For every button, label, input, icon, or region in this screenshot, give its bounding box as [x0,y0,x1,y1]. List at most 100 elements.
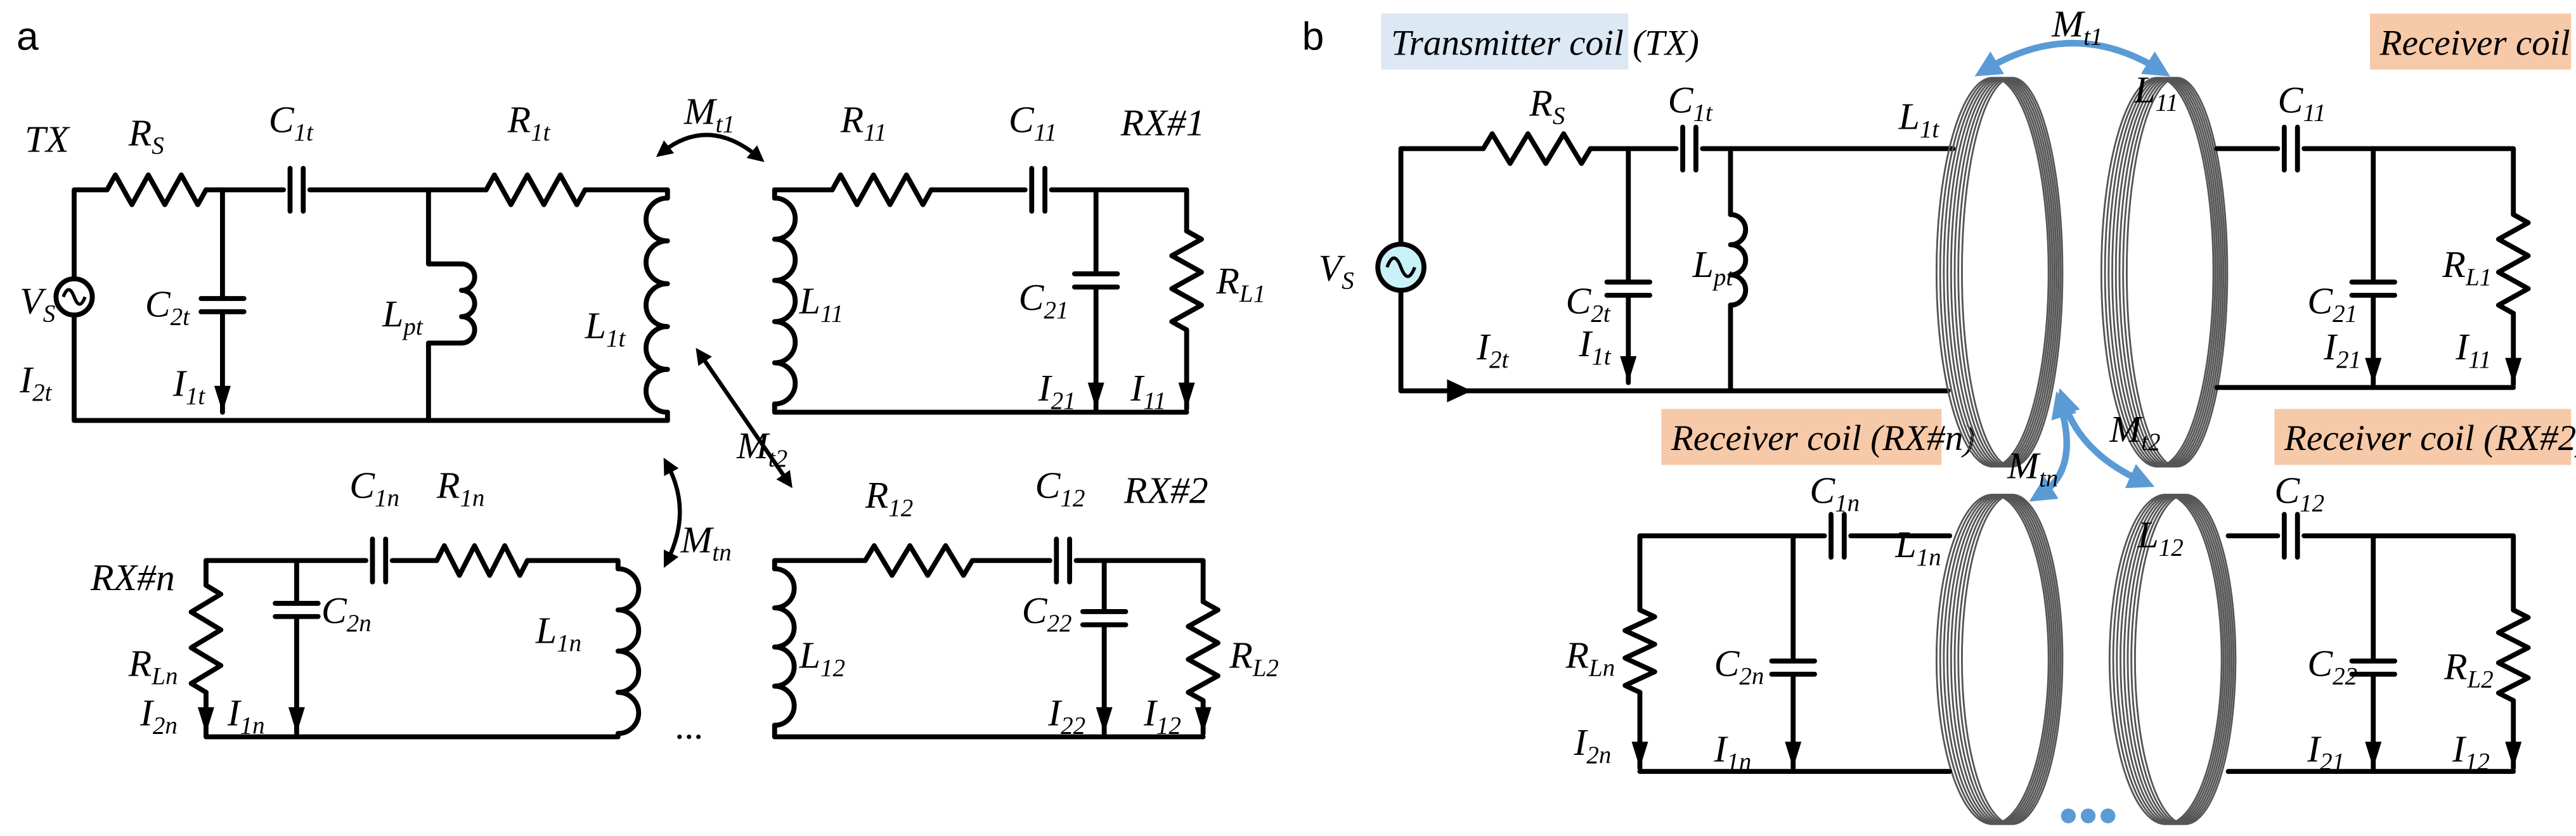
label-I12: I12 [1143,691,1181,739]
label-subscript: 1n [240,712,265,739]
label-main: RX#n [90,556,175,598]
wire [2301,146,2516,217]
wire [1398,288,1951,394]
coil-l1t [644,195,670,415]
caption-box-rx2: Receiver coil (RX#2) [2274,409,2576,465]
more-receivers-dots [2061,808,2116,823]
current-arrow-icon [1087,382,1104,409]
label-subscript: pt [401,313,423,340]
current-arrow-icon [197,707,214,734]
label-I2t: I2t [19,359,52,406]
label-subscript: 2t [1489,346,1509,373]
inductor-lpt [458,261,477,346]
capacitor-c11 [1028,165,1049,214]
wire [772,558,868,572]
label-C11: C11 [1009,98,1057,146]
label-main: M [2109,408,2143,450]
label-subscript: L1 [1239,280,1265,307]
label-I21: I21 [1038,367,1076,415]
label-I21: I21 [2323,326,2361,373]
label-main: RX#2 [1123,469,1208,511]
label-main: I [1038,367,1053,409]
resistor-rln [188,582,224,695]
mutual-arrow-mt1 [1974,39,2171,77]
label-main: L [535,609,557,651]
label-main: R [1215,260,1239,302]
label-subscript: 1t [186,382,205,409]
label-main: C [349,465,375,506]
label-C21: C21 [1018,276,1068,324]
resistor-r1n [434,543,530,578]
label-subscript: tn [2039,465,2058,492]
label-main: I [1578,323,1593,364]
label-Mt2: Mt2 [2109,408,2160,456]
label-subscript: 22 [2333,662,2357,690]
label-VS: VS [20,280,55,327]
label-subscript: 1n [557,629,581,657]
label-main: C [1714,642,1740,684]
label-C1n: C1n [1809,469,1860,517]
label-subscript: S [1553,102,1565,129]
wire [204,558,368,588]
label-C1t: C1t [1668,79,1713,126]
capacitor-c1t [287,165,307,214]
capacitor-c12 [1053,536,1073,585]
wire [582,187,670,201]
resistor-rl1 [2495,212,2531,316]
current-arrow-icon [1096,707,1113,734]
label-main: I [1713,728,1728,769]
wire [72,314,670,423]
resistor-rl2 [1186,599,1220,704]
wire [72,187,110,280]
label-main: R [1565,634,1589,676]
caption-text: Receiver coil (RX#n) [1671,418,1975,458]
label-Mt1: Mt1 [2051,3,2102,51]
label-C2t: C2t [1566,280,1611,327]
label-main: M [2051,3,2085,45]
label-subscript: S [43,300,56,327]
coil-l1n [1935,493,2064,825]
label-I2n: I2n [139,691,178,739]
wire [772,401,1189,415]
label-main: I [2452,728,2467,769]
label-main: I [2455,326,2470,368]
label-main: L [2133,69,2155,111]
label-subscript: 2t [32,379,52,406]
label-RXn: RX#n [90,556,175,598]
label-main: C [269,98,295,140]
label-main: R [128,112,152,153]
label-subscript: 21 [2333,300,2357,327]
label-subscript: 11 [1034,119,1057,146]
label-subscript: 2n [153,712,178,739]
label-main: L [382,293,403,335]
label-subscript: S [152,132,164,159]
ellipsis-more-receivers: ... [676,705,704,747]
resistor-r11 [829,172,934,207]
label-C1n: C1n [349,465,399,512]
voltage-source-vs [1375,241,1427,293]
coil-l1t [1935,77,2064,468]
label-VS: VS [1319,247,1354,294]
caption-text: Receiver coil (RX#1) [2379,23,2576,63]
label-subscript: 11 [2468,346,2491,373]
label-RS: RS [128,112,164,159]
label-subscript: 1n [460,485,484,512]
label-subscript: 11 [864,119,886,146]
label-main: RX#1 [1120,102,1205,144]
caption-text: Transmitter coil (TX) [1391,23,1699,63]
label-subscript: L2 [1252,654,1279,681]
label-main: I [19,359,34,401]
caption-box-tx: Transmitter coil (TX) [1381,13,1699,70]
label-main: I [2323,326,2338,368]
label-main: R [507,98,531,140]
label-main: I [1130,367,1145,409]
label-I21b: I21 [2307,728,2345,775]
wire [1049,187,1189,234]
label-subscript: 11 [2303,99,2326,126]
label-Mtn: Mtn [680,518,732,566]
label-subscript: 12 [1060,485,1085,512]
label-subscript: 12 [2465,748,2490,775]
